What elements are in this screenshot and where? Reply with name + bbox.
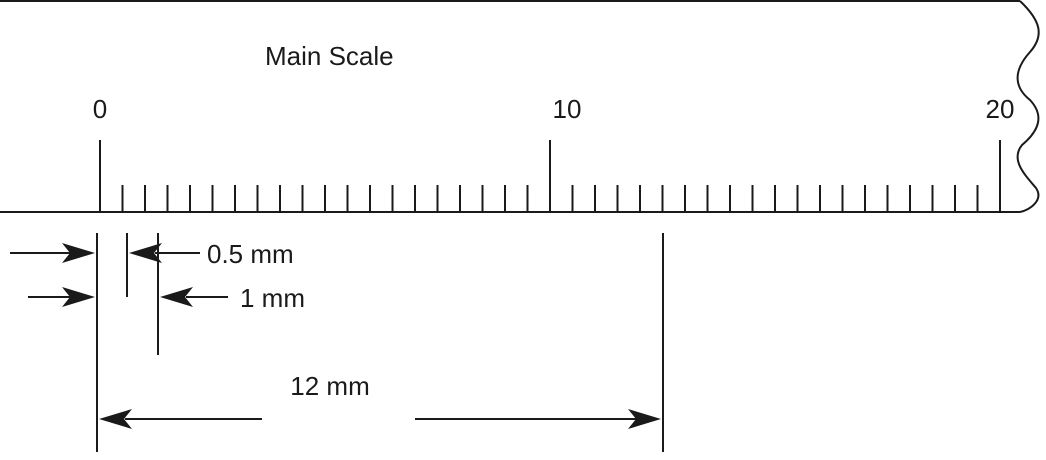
twelve-mm-label: 12 mm (290, 371, 369, 401)
one-mm-label: 1 mm (240, 283, 305, 313)
half-mm-right-arrowhead (129, 243, 162, 263)
twelve-mm-right-arrowhead (628, 409, 661, 429)
twelve-mm-left-arrowhead (99, 409, 132, 429)
major-label-20: 20 (986, 94, 1015, 124)
main-scale-title: Main Scale (265, 41, 394, 71)
half-mm-left-arrowhead (62, 243, 95, 263)
scale-ticks (99, 140, 1001, 212)
one-mm-left-arrowhead (62, 287, 95, 307)
scale-break-edge (1016, 0, 1040, 213)
one-mm-right-arrowhead (160, 287, 193, 307)
major-label-10: 10 (553, 94, 582, 124)
major-label-0: 0 (93, 94, 107, 124)
half-mm-label: 0.5 mm (207, 239, 294, 269)
